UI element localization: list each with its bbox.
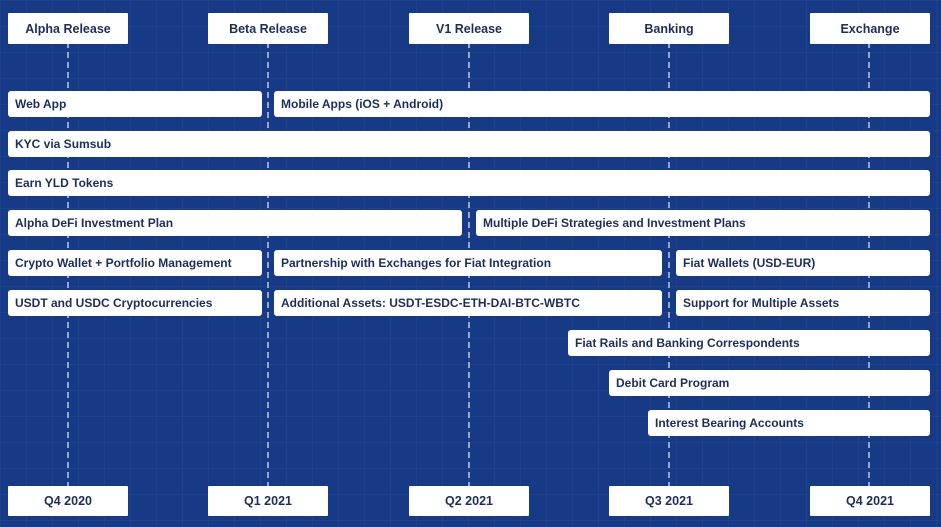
milestone-beta-release: Beta Release <box>208 13 328 44</box>
feature-web-app: Web App <box>8 91 262 117</box>
feature-kyc-sumsub: KYC via Sumsub <box>8 131 930 157</box>
milestone-alpha-release: Alpha Release <box>8 13 128 44</box>
feature-additional-assets: Additional Assets: USDT-ESDC-ETH-DAI-BTC… <box>274 290 662 316</box>
milestone-banking: Banking <box>609 13 729 44</box>
feature-usdt-usdc: USDT and USDC Cryptocurrencies <box>8 290 262 316</box>
feature-earn-yld-tokens: Earn YLD Tokens <box>8 170 930 196</box>
milestone-exchange: Exchange <box>810 13 930 44</box>
feature-alpha-defi-plan: Alpha DeFi Investment Plan <box>8 210 462 236</box>
feature-multiple-defi-strategies: Multiple DeFi Strategies and Investment … <box>476 210 930 236</box>
milestone-v1-release: V1 Release <box>409 13 529 44</box>
timeline-line-banking <box>668 42 670 488</box>
quarter-q4-2021: Q4 2021 <box>810 486 930 516</box>
feature-crypto-wallet: Crypto Wallet + Portfolio Management <box>8 250 262 276</box>
feature-mobile-apps: Mobile Apps (iOS + Android) <box>274 91 930 117</box>
feature-exchange-partnership: Partnership with Exchanges for Fiat Inte… <box>274 250 662 276</box>
quarter-q4-2020: Q4 2020 <box>8 486 128 516</box>
timeline-line-beta <box>267 42 269 488</box>
feature-fiat-wallets: Fiat Wallets (USD-EUR) <box>676 250 930 276</box>
quarter-q3-2021: Q3 2021 <box>609 486 729 516</box>
feature-fiat-rails: Fiat Rails and Banking Correspondents <box>568 330 930 356</box>
feature-interest-accounts: Interest Bearing Accounts <box>648 410 930 436</box>
quarter-q1-2021: Q1 2021 <box>208 486 328 516</box>
feature-debit-card: Debit Card Program <box>609 370 930 396</box>
quarter-q2-2021: Q2 2021 <box>409 486 529 516</box>
feature-multiple-assets: Support for Multiple Assets <box>676 290 930 316</box>
